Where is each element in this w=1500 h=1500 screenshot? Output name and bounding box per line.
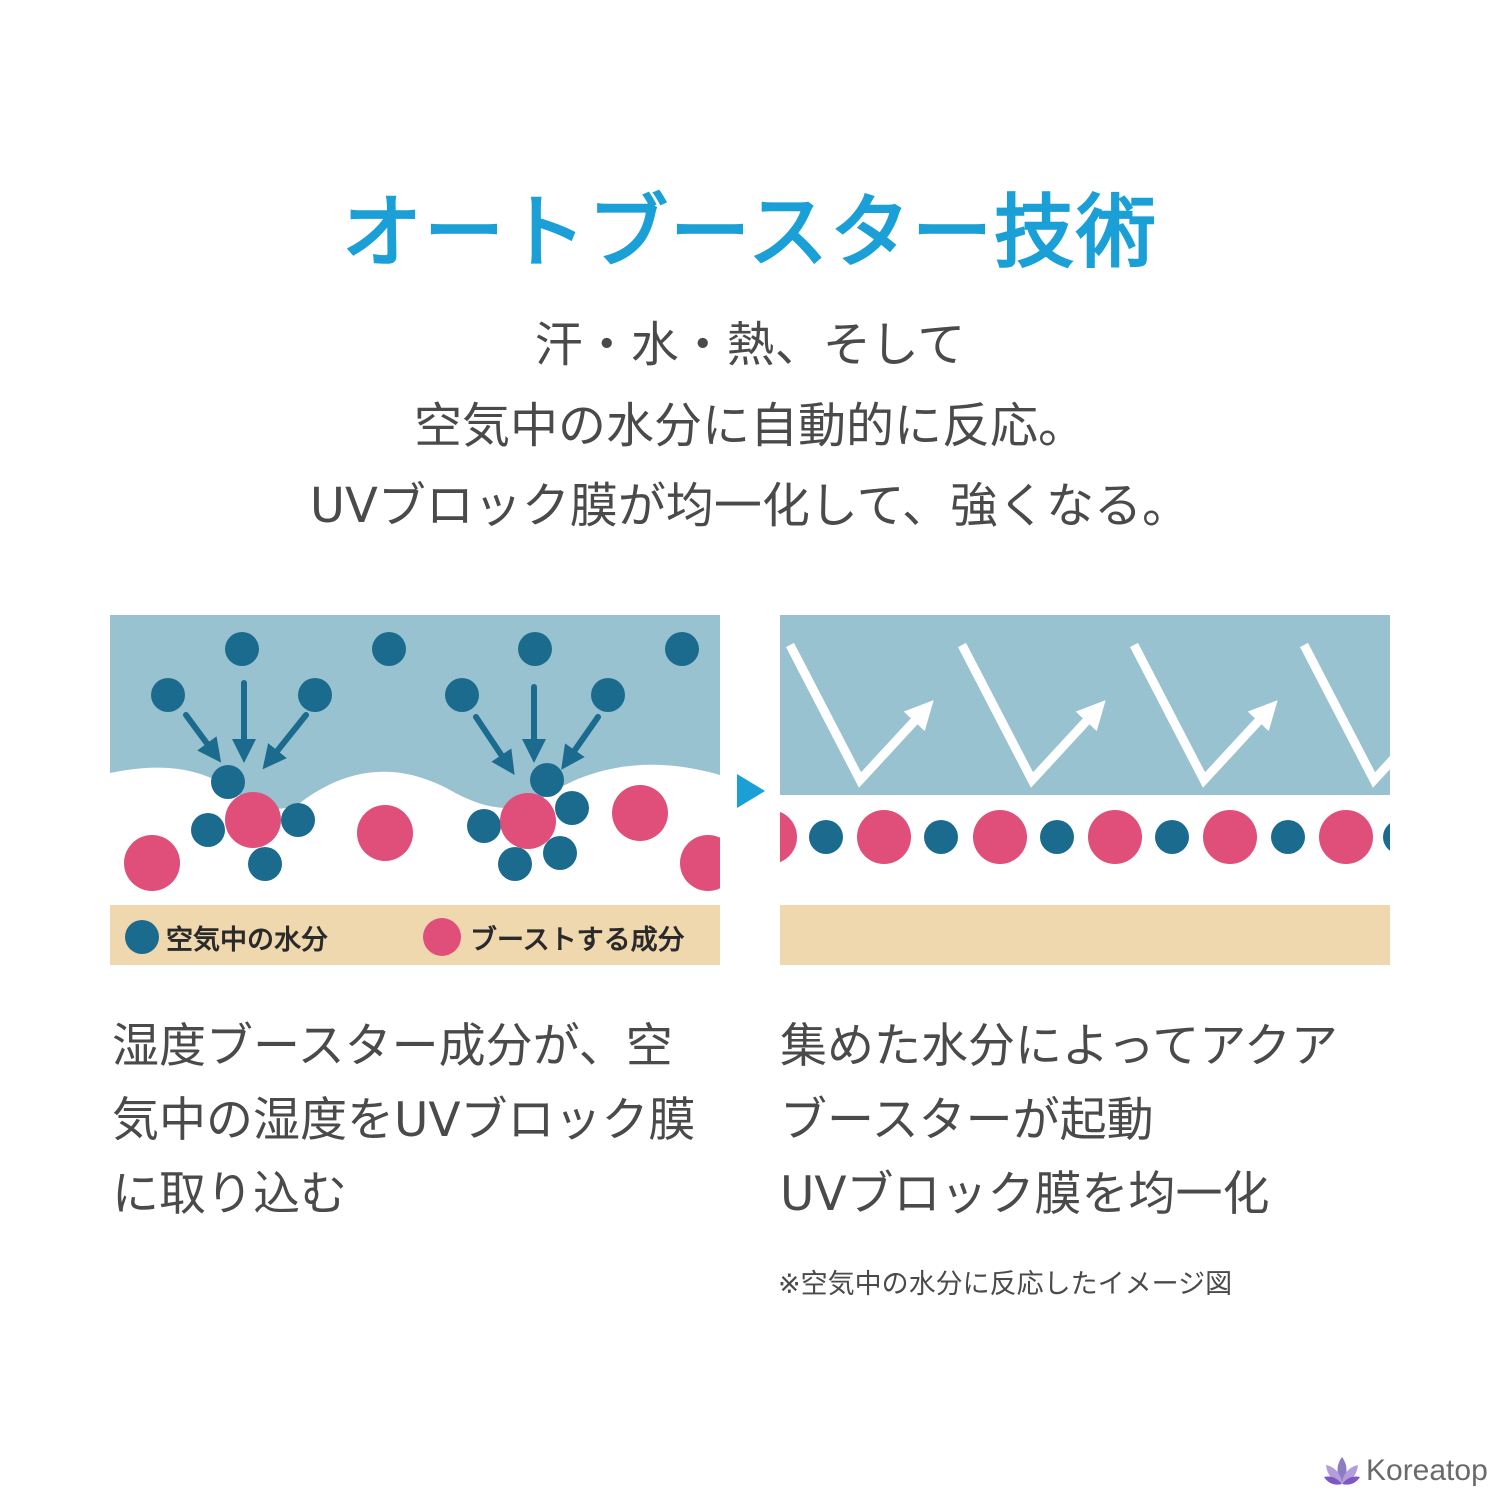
left-caption-line: 湿度ブースター成分が、空 [112,1019,673,1074]
booster-dots [124,785,720,891]
diagram-after [780,615,1390,965]
lead-line-1: 汗・水・熱、そして [534,317,966,373]
skin-layer [780,905,1390,965]
legend-booster-label: ブーストする成分 [470,924,685,956]
triangle-right-icon [737,774,765,808]
legend: 空気中の水分 ブーストする成分 [125,918,685,956]
left-caption-line: 気中の湿度をUVブロック膜 [112,1093,696,1148]
attraction-arrows [183,680,601,775]
image-note: ※空気中の水分に反応したイメージ図 [778,1269,1233,1300]
reflection-arrows [786,642,1390,788]
right-caption-line: 集めた水分によってアクア [780,1019,1338,1074]
right-caption: 集めた水分によってアクア ブースターが起動 UVブロック膜を均一化 [780,1010,1338,1232]
left-caption-line: に取り込む [112,1167,347,1222]
diagram-before: 空気中の水分 ブーストする成分 [110,615,720,965]
right-caption-line: ブースターが起動 [780,1093,1154,1148]
lotus-icon [1324,1457,1360,1485]
left-caption: 湿度ブースター成分が、空 気中の湿度をUVブロック膜 に取り込む [112,1010,696,1232]
water-dots [151,632,699,881]
page-title: オートブースター技術 [342,186,1158,279]
lead-line-2: 空気中の水分に自動的に反応。 [413,398,1086,454]
skin-layer [110,905,720,965]
legend-water-dot [125,920,159,954]
brand-name: Koreatop [1366,1454,1488,1487]
legend-water-label: 空気中の水分 [166,924,328,956]
right-caption-line: UVブロック膜を均一化 [780,1167,1270,1222]
legend-booster-dot [423,918,461,956]
lead-line-3: UVブロック膜が均一化して、強くなる。 [309,478,1191,534]
uniform-film-dots [780,810,1390,864]
brand-logo: Koreatop [1322,1454,1488,1488]
